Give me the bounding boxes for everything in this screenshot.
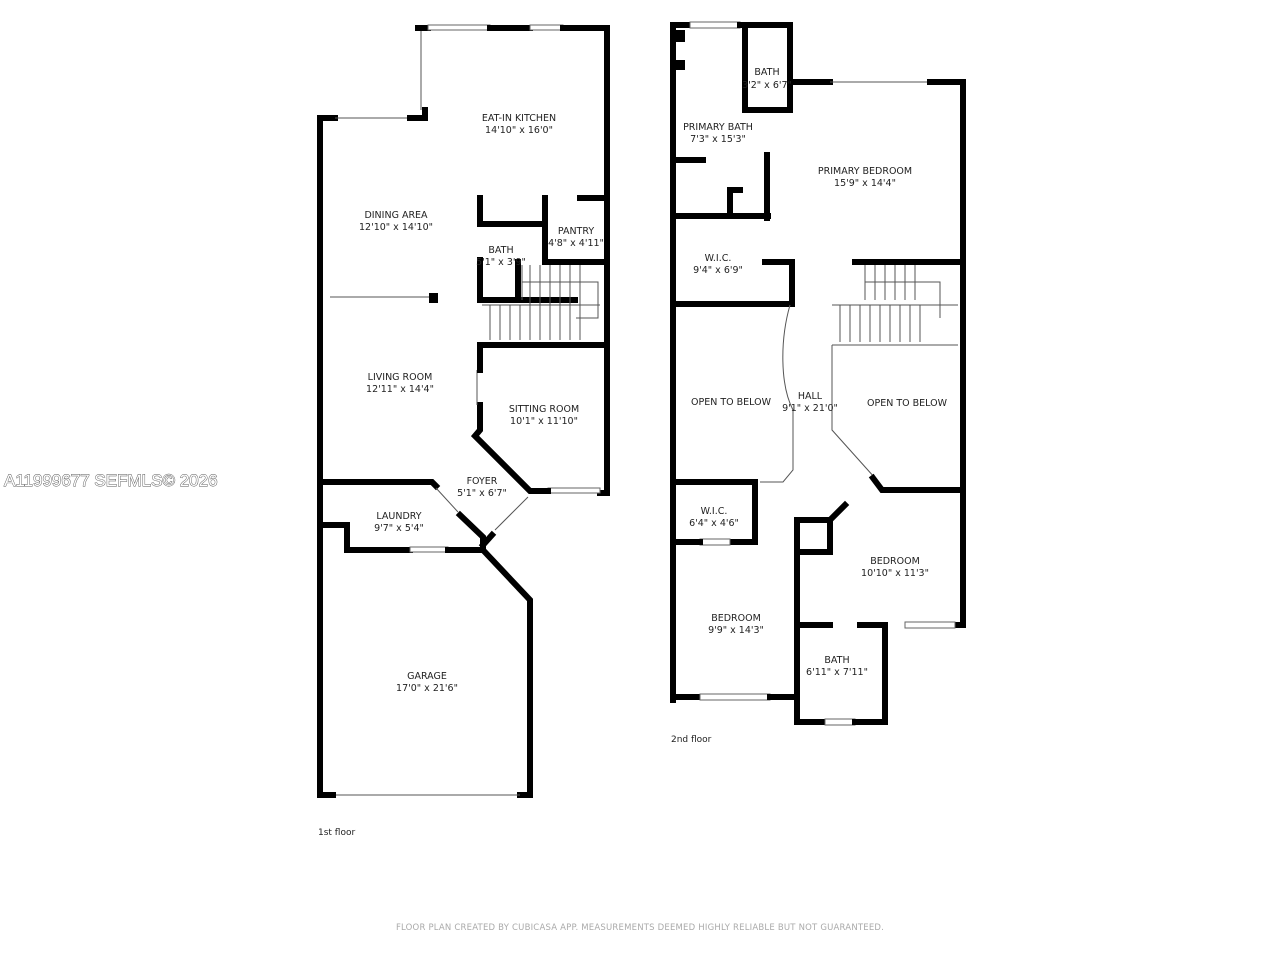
watermark: A11999677 SEFMLS© 2026 [4,471,218,490]
room-name: HALL [798,391,823,402]
room-name: OPEN TO BELOW [867,398,948,409]
room-size: 14'10" x 16'0" [485,125,553,136]
stairs [832,265,958,346]
room-name: PRIMARY BATH [683,122,753,133]
room-name: PRIMARY BEDROOM [818,166,912,177]
room-size: 5'1" x 6'7" [457,488,507,499]
room-name: BATH [488,245,513,256]
second-floor-walls [670,21,966,726]
stairs [482,265,600,340]
first-floor-walls [317,24,610,798]
room-size: 9'9" x 14'3" [708,625,764,636]
first-floor-rooms: EAT-IN KITCHEN 14'10" x 16'0" DINING ARE… [318,113,604,838]
room-name: W.I.C. [701,506,728,517]
room-size: 6'11" x 7'11" [806,667,868,678]
floor-label: 2nd floor [671,735,712,745]
footer-disclaimer: FLOOR PLAN CREATED BY CUBICASA APP. MEAS… [396,923,884,933]
room-name: FOYER [467,476,498,487]
room-size: 3'2" x 6'7" [742,80,792,91]
room-size: 10'1" x 11'10" [510,416,578,427]
room-name: GARAGE [407,671,447,682]
room-name: OPEN TO BELOW [691,397,772,408]
room-size: 17'0" x 21'6" [396,683,458,694]
room-name: W.I.C. [705,253,732,264]
room-size: 6'4" x 4'6" [689,518,739,529]
room-size: 5'1" x 3'9" [476,257,526,268]
room-name: BEDROOM [870,556,920,567]
second-floor-rooms: BATH 3'2" x 6'7" PRIMARY BATH 7'3" x 15'… [671,67,948,745]
room-size: 9'7" x 5'4" [374,523,424,534]
room-name: BATH [824,655,849,666]
room-size: 10'10" x 11'3" [861,568,929,579]
room-size: 9'4" x 6'9" [693,265,743,276]
room-name: BATH [754,67,779,78]
room-name: SITTING ROOM [509,404,579,415]
room-name: LIVING ROOM [368,372,433,383]
room-size: 12'11" x 14'4" [366,384,434,395]
room-name: LAUNDRY [376,511,421,522]
room-size: 4'8" x 4'11" [548,238,604,249]
floor-label: 1st floor [318,828,355,838]
room-name: PANTRY [558,226,595,237]
room-size: 15'9" x 14'4" [834,178,896,189]
room-size: 9'1" x 21'0" [782,403,838,414]
room-name: DINING AREA [364,210,428,221]
room-name: BEDROOM [711,613,761,624]
room-name: EAT-IN KITCHEN [482,113,556,124]
room-size: 12'10" x 14'10" [359,222,433,233]
room-size: 7'3" x 15'3" [690,134,746,145]
